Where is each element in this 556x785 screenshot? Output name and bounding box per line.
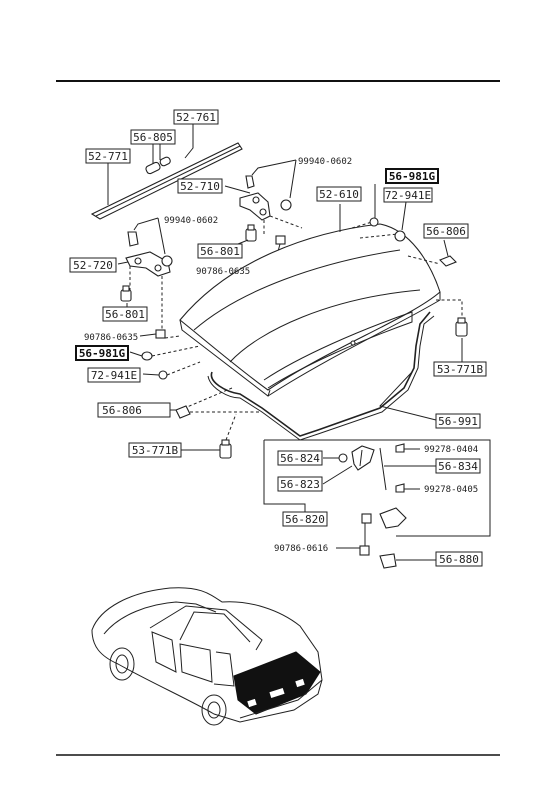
clip-99278-0404 — [395, 443, 405, 453]
label-52-771: 52-771 — [85, 148, 131, 164]
svg-text:99278-0405: 99278-0405 — [424, 485, 478, 495]
svg-text:56-834: 56-834 — [438, 460, 478, 473]
svg-text:72-941E: 72-941E — [91, 369, 137, 382]
svg-text:56-820: 56-820 — [285, 513, 325, 526]
bolt-56-801-left — [120, 285, 132, 302]
svg-text:52-720: 52-720 — [73, 259, 113, 272]
svg-text:53-771B: 53-771B — [437, 363, 484, 376]
stopper-53-771b-right — [455, 317, 468, 337]
hinge-52-720 — [125, 231, 173, 277]
label-56-805: 56-805 — [130, 129, 176, 145]
lock-rod-56-823 — [351, 445, 375, 471]
svg-text:56-823: 56-823 — [280, 478, 320, 491]
striker-56-880 — [379, 553, 397, 569]
label-53-771b-left: 53-771B — [128, 442, 182, 458]
label-56-991: 56-991 — [435, 413, 481, 429]
weatherstrip-56-991 — [207, 311, 435, 441]
label-90786-0635-left: 90786-0635 — [84, 333, 138, 343]
svg-text:56-991: 56-991 — [438, 415, 478, 428]
nut-90786-0616 — [359, 513, 372, 556]
svg-text:72-941E: 72-941E — [385, 189, 431, 202]
svg-text:52-610: 52-610 — [319, 188, 359, 201]
car-illustration — [91, 587, 323, 726]
label-56-801-left: 56-801 — [102, 306, 148, 322]
svg-text:56-880: 56-880 — [439, 553, 479, 566]
lock-cylinder-56-824 — [338, 453, 348, 463]
label-56-823: 56-823 — [277, 476, 323, 492]
clip-56-806-left — [175, 405, 191, 419]
bumper-56-981g-left — [141, 351, 153, 361]
label-72-941e-top: 72-941E — [383, 187, 433, 203]
svg-text:52-771: 52-771 — [88, 150, 128, 163]
trunk-lid-52-610 — [179, 223, 441, 397]
svg-text:90786-0616: 90786-0616 — [274, 544, 328, 554]
stopper-53-771b-left — [219, 439, 232, 459]
nut-90786-0635-mid — [275, 235, 286, 245]
svg-text:56-981G: 56-981G — [389, 170, 436, 183]
label-56-824: 56-824 — [277, 450, 323, 466]
svg-text:56-824: 56-824 — [280, 452, 320, 465]
cushion-72-941e-top — [394, 230, 406, 242]
svg-text:56-981G: 56-981G — [79, 347, 126, 360]
nut-90786-0635-left — [155, 329, 166, 339]
label-53-771b-right: 53-771B — [433, 361, 487, 377]
svg-text:90786-0635: 90786-0635 — [84, 333, 138, 343]
label-72-941e-left: 72-941E — [87, 367, 141, 383]
clip-56-805 — [145, 156, 171, 175]
svg-text:56-806: 56-806 — [426, 225, 466, 238]
svg-text:56-801: 56-801 — [105, 308, 145, 321]
svg-text:56-806: 56-806 — [102, 404, 142, 417]
latch-56-880 — [379, 507, 407, 529]
svg-text:53-771B: 53-771B — [132, 444, 179, 457]
label-56-981g-top: 56-981G — [385, 168, 439, 184]
label-99940-0602-left: 99940-0602 — [164, 216, 218, 226]
label-56-880: 56-880 — [435, 551, 483, 567]
label-90786-0616: 90786-0616 — [274, 544, 328, 554]
label-99278-0404: 99278-0404 — [424, 445, 478, 455]
label-99278-0405: 99278-0405 — [424, 485, 478, 495]
svg-text:56-805: 56-805 — [133, 131, 173, 144]
svg-text:52-710: 52-710 — [180, 180, 220, 193]
svg-text:56-801: 56-801 — [200, 245, 240, 258]
svg-text:90786-0635: 90786-0635 — [196, 267, 250, 277]
label-56-801-mid: 56-801 — [197, 243, 243, 259]
label-52-710: 52-710 — [177, 178, 223, 194]
label-56-806-left: 56-806 — [97, 402, 171, 418]
trunk-weatherstrip-bar — [90, 142, 243, 220]
bolt-56-801-mid — [245, 224, 257, 242]
svg-text:99940-0602: 99940-0602 — [164, 216, 218, 226]
label-56-834: 56-834 — [435, 458, 481, 474]
label-56-806-right: 56-806 — [423, 223, 469, 239]
label-56-820: 56-820 — [282, 511, 328, 527]
clip-56-806-right — [439, 255, 457, 267]
svg-text:99940-0602: 99940-0602 — [298, 157, 352, 167]
cushion-72-941e-left — [158, 370, 168, 380]
svg-text:52-761: 52-761 — [176, 111, 216, 124]
label-56-981g-left: 56-981G — [75, 345, 129, 361]
bumper-56-981g-top — [369, 217, 379, 227]
label-90786-0635-mid: 90786-0635 — [196, 267, 250, 277]
label-99940-0602-top: 99940-0602 — [298, 157, 352, 167]
clip-99278-0405 — [395, 483, 405, 493]
label-52-610: 52-610 — [316, 186, 362, 202]
hinge-52-710 — [239, 175, 292, 221]
svg-text:99278-0404: 99278-0404 — [424, 445, 478, 455]
label-52-761: 52-761 — [173, 109, 219, 125]
label-52-720: 52-720 — [69, 257, 117, 273]
